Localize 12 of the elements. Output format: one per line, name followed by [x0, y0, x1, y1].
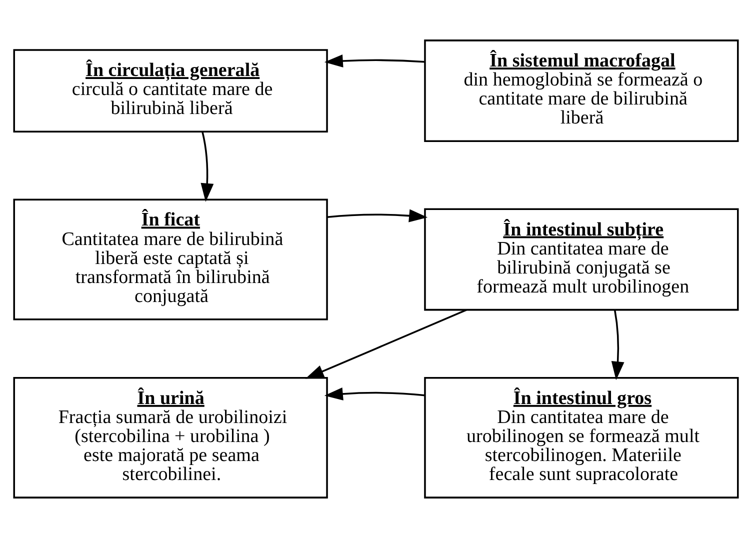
- arrow: [200, 132, 214, 202]
- arrow: [326, 209, 428, 222]
- node-box: În intestinul subțire Din cantitatea mare de bilirubină conjugată se formează mult urobilinogen: [424, 208, 739, 311]
- arrow: [305, 309, 467, 379]
- node-box: În ficat Cantitatea mare de bilirubină liberă este captată și transformată în bilirubină conjugată: [13, 198, 328, 320]
- node-box: În circulația generală circulă o cantitate mare de bilirubină liberă: [13, 49, 328, 132]
- node-box: În sistemul macrofagal din hemoglobină se formează o cantitate mare de bilirubină liberă: [424, 40, 739, 142]
- arrow: [611, 310, 624, 380]
- node-box: În intestinul gros Din cantitatea mare de urobilinogen se formează mult stercobilinogen. Materiile fecale sunt supracolorate: [424, 376, 739, 498]
- node-box: În urină Fracția sumară de urobilinoizi (stercobilina + urobilina ) este majorată pe seama stercobilinei.: [13, 376, 328, 498]
- arrow: [324, 54, 425, 68]
- arrow: [324, 388, 425, 400]
